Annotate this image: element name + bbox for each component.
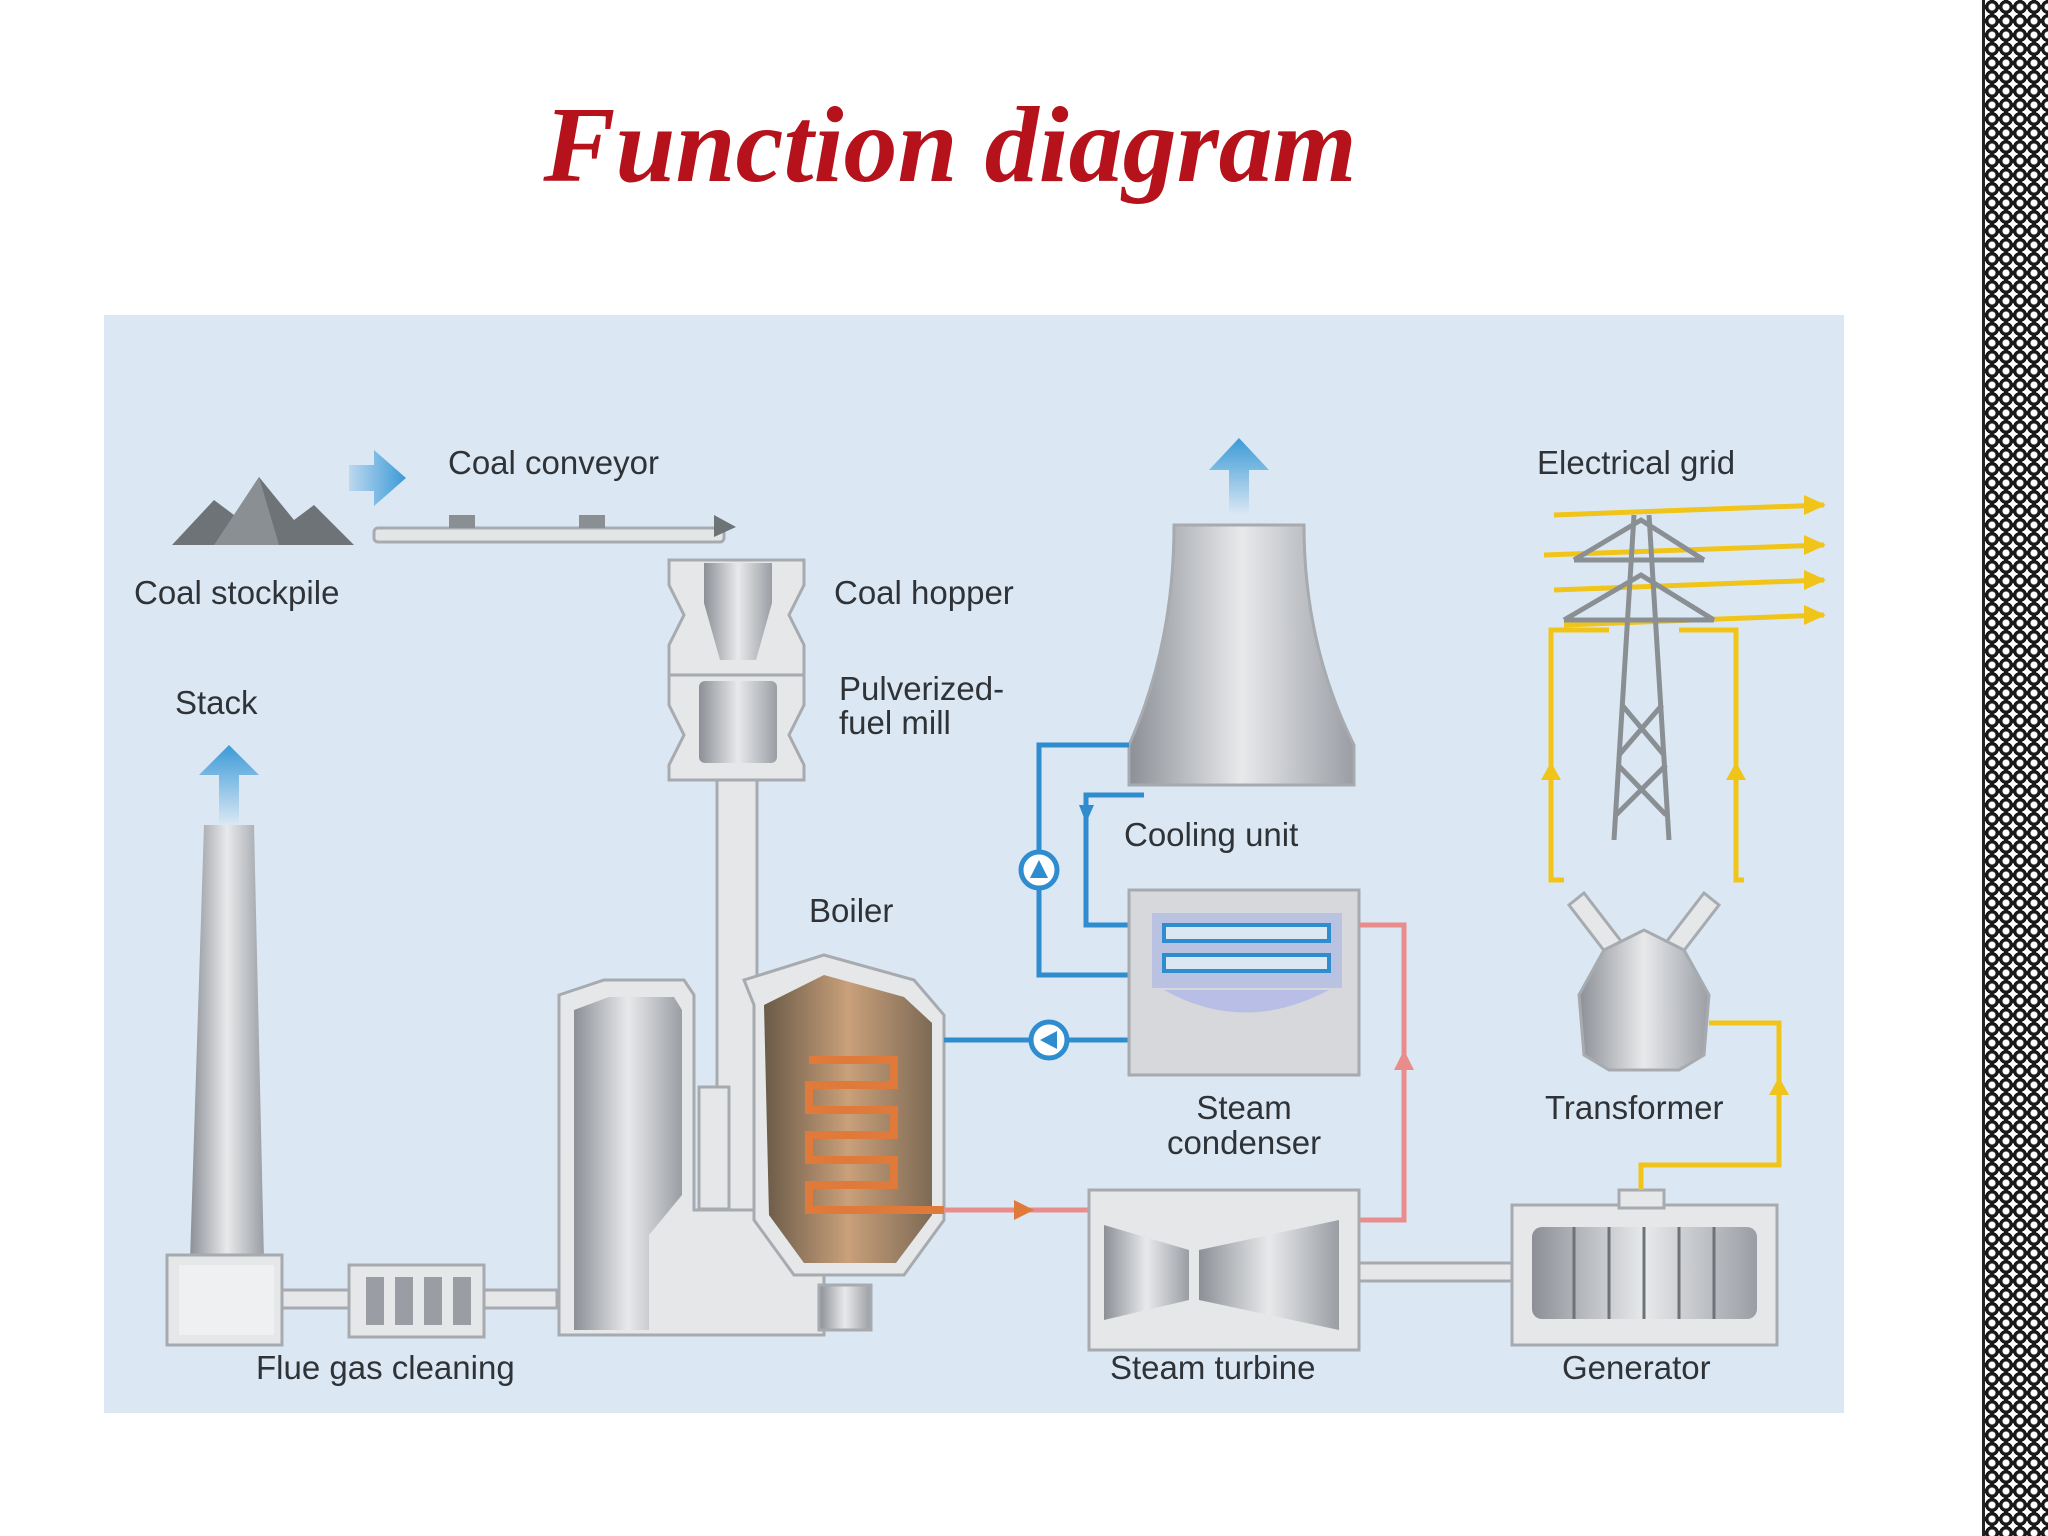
flue-gas-cleaning-label: Flue gas cleaning bbox=[256, 1349, 515, 1386]
coal-hopper bbox=[667, 558, 806, 677]
turbine-shaft bbox=[1357, 1261, 1526, 1283]
slide-border-line bbox=[1982, 0, 1986, 1536]
flow-arrow-up-icon bbox=[1726, 762, 1746, 780]
arrow-up-icon bbox=[1209, 438, 1269, 515]
cooling-unit-label: Cooling unit bbox=[1124, 816, 1299, 853]
steam-condenser bbox=[1127, 888, 1361, 1077]
flue-gas-cleaning bbox=[280, 1263, 559, 1339]
pulverized-fuel-mill bbox=[667, 673, 806, 782]
flow-arrow-up-icon bbox=[1394, 1050, 1414, 1070]
generator bbox=[1510, 1188, 1779, 1347]
steam-turbine bbox=[1087, 1188, 1361, 1352]
flow-arrow-right-icon bbox=[1804, 495, 1826, 625]
steam-condenser-label-line2: condenser bbox=[1166, 1124, 1322, 1161]
transformer-label: Transformer bbox=[1545, 1089, 1724, 1126]
coal-stockpile-icon bbox=[172, 477, 354, 545]
transmission-tower-icon bbox=[1562, 514, 1716, 841]
coal-conveyor bbox=[372, 515, 736, 544]
arrow-up-icon bbox=[199, 745, 259, 825]
coal-conveyor-label: Coal conveyor bbox=[448, 444, 659, 481]
coal-hopper-label: Coal hopper bbox=[834, 574, 1014, 611]
cooling-tower bbox=[1127, 523, 1356, 787]
boiler bbox=[557, 953, 946, 1337]
pulverized-fuel-mill-label-line1: Pulverized- bbox=[839, 670, 1005, 707]
steam-turbine-label: Steam turbine bbox=[1110, 1349, 1316, 1386]
steam-condenser-label-line1: Steam bbox=[1196, 1089, 1292, 1126]
electrical-grid-label: Electrical grid bbox=[1537, 444, 1736, 481]
coal-stockpile-label: Coal stockpile bbox=[134, 574, 340, 611]
slide-decorative-border bbox=[1985, 0, 2048, 1536]
generator-label: Generator bbox=[1562, 1349, 1711, 1386]
stack bbox=[165, 825, 284, 1347]
pulverized-fuel-mill-label-line2: fuel mill bbox=[839, 704, 951, 741]
boiler-coil bbox=[805, 1056, 944, 1214]
flow-arrow-up-icon bbox=[1769, 1077, 1789, 1095]
flow-arrow-down-icon bbox=[1079, 805, 1094, 823]
page-title: Function diagram bbox=[543, 86, 1357, 205]
arrow-right-icon bbox=[349, 450, 406, 506]
pump-icon bbox=[1018, 849, 1060, 891]
stack-label: Stack bbox=[175, 684, 258, 721]
power-plant-diagram: Coal conveyor Coal stockpile Coal hopper… bbox=[104, 315, 1844, 1413]
flow-arrow-right-icon bbox=[1014, 1200, 1034, 1220]
flow-arrow-up-icon bbox=[1541, 762, 1561, 780]
pump-icon bbox=[1028, 1019, 1070, 1061]
transformer bbox=[1566, 890, 1722, 1072]
boiler-label: Boiler bbox=[809, 892, 894, 929]
